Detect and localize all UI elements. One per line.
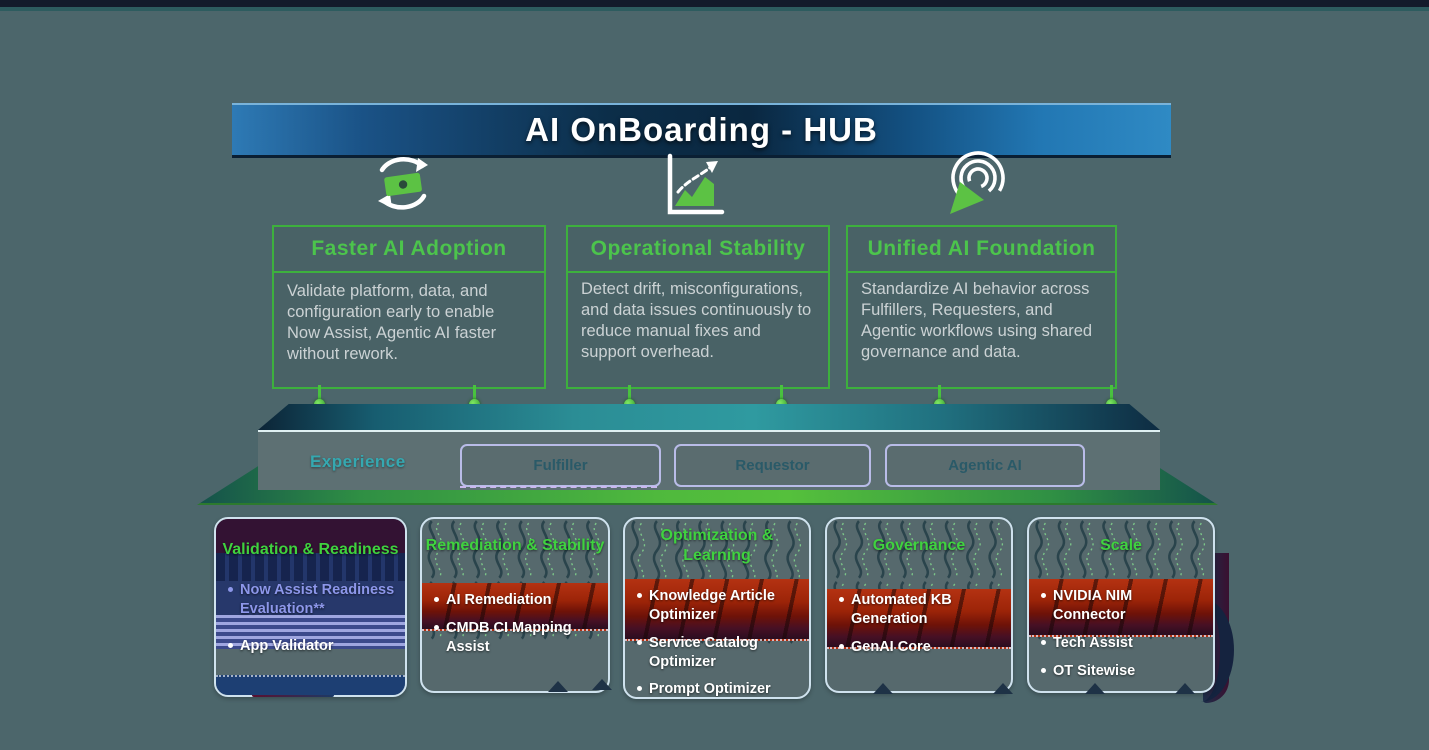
header-banner: AI OnBoarding - HUB — [232, 103, 1171, 158]
pillar-card-header: Unified AI Foundation — [848, 227, 1115, 273]
list-item: GenAI Core — [839, 638, 1005, 657]
requestor-button[interactable]: Requestor — [674, 444, 871, 487]
bullet-icon — [228, 642, 233, 648]
connector-line — [780, 385, 783, 405]
connector-line — [318, 385, 321, 405]
list-item: App Validator — [228, 637, 399, 656]
bullet-icon — [434, 624, 439, 630]
capability-card-title: Optimization & Learning — [660, 527, 774, 564]
red-band-decoration — [1029, 579, 1213, 637]
target-reach-icon — [950, 151, 1005, 214]
connector-line — [628, 385, 631, 405]
list-item: Automated KB Generation — [839, 591, 1005, 629]
bullet-icon — [1041, 639, 1046, 645]
shadow-triangle — [993, 683, 1013, 694]
capability-item-list: Knowledge Article Optimizer Service Cata… — [637, 587, 803, 697]
capability-card-scale: Scale NVIDIA NIM Connector Tech Assist O… — [1027, 517, 1215, 693]
experience-label: Experience — [310, 452, 406, 471]
capability-item-list: Automated KB Generation GenAI Core — [839, 591, 1005, 666]
bullet-icon — [1041, 667, 1046, 673]
bullet-icon — [637, 593, 642, 598]
pillar-description: Validate platform, data, and configurati… — [287, 282, 497, 364]
shadow-triangle — [1085, 683, 1105, 694]
pillar-description: Standardize AI behavior across Fulfiller… — [861, 280, 1093, 362]
pillar-description: Detect drift, misconfigurations, and dat… — [581, 280, 812, 362]
list-item: Now Assist Readiness Evaluation** — [228, 581, 399, 619]
capability-card-title: Governance — [872, 537, 966, 554]
connector-line — [1110, 385, 1113, 405]
capability-card-title: Scale — [1100, 537, 1142, 554]
pillar-title: Faster AI Adoption — [311, 237, 507, 260]
list-item: CMDB CI Mapping Assist — [434, 619, 602, 657]
pillar-card-unified-ai-foundation: Unified AI Foundation Standardize AI beh… — [846, 225, 1117, 389]
bullet-icon — [839, 643, 844, 649]
top-teal-strip — [0, 7, 1429, 11]
shadow-triangle — [592, 679, 612, 690]
dashed-underline-decoration — [460, 486, 657, 488]
pillar-title: Unified AI Foundation — [867, 237, 1096, 260]
bullet-icon — [434, 597, 439, 602]
red-band-decoration — [625, 579, 809, 641]
capability-item-list: NVIDIA NIM Connector Tech Assist OT Site… — [1041, 587, 1207, 689]
pillar-card-faster-ai-adoption: Faster AI Adoption Validate platform, da… — [272, 225, 546, 389]
capability-card-optimization-learning: Optimization & Learning Knowledge Articl… — [623, 517, 811, 699]
top-navy-strip — [0, 0, 1429, 7]
capability-item-list: AI Remediation CMDB CI Mapping Assist — [434, 591, 602, 666]
pillar-card-operational-stability: Operational Stability Detect drift, misc… — [566, 225, 830, 389]
shadow-triangle — [873, 683, 893, 694]
red-band-decoration — [422, 583, 608, 631]
pillar-card-header: Operational Stability — [568, 227, 828, 273]
agentic-ai-button[interactable]: Agentic AI — [885, 444, 1085, 487]
shadow-triangle — [1175, 683, 1195, 694]
experience-bar: Experience Fulfiller Requestor Agentic A… — [258, 432, 1160, 490]
divider-line — [258, 430, 1160, 433]
capability-card-validation-readiness: Validation & Readiness Now Assist Readin… — [214, 517, 407, 697]
navy-band-decoration — [216, 553, 405, 581]
maroon-band-decoration — [216, 519, 405, 553]
navy-footer-band-decoration — [216, 675, 405, 695]
fulfiller-button[interactable]: Fulfiller — [460, 444, 661, 487]
list-item: Prompt Optimizer — [637, 680, 803, 697]
target-cursor-icon — [950, 182, 984, 214]
list-item: Tech Assist — [1041, 634, 1207, 653]
pillar-title: Operational Stability — [590, 237, 806, 260]
red-band-decoration — [827, 589, 1011, 649]
capability-card-remediation-stability: Remediation & Stability AI Remediation C… — [420, 517, 610, 693]
bullet-icon — [228, 587, 233, 592]
money-cycle-icon — [378, 156, 428, 210]
bullet-icon — [1041, 593, 1046, 598]
teal-perspective-bar — [258, 404, 1160, 430]
bullet-icon — [637, 639, 642, 645]
capability-card-governance: Governance Automated KB Generation GenAI… — [825, 517, 1013, 693]
bullet-icon — [839, 597, 844, 602]
growth-chart-icon — [667, 153, 725, 215]
bullet-icon — [637, 686, 642, 692]
list-item: Knowledge Article Optimizer — [637, 587, 803, 625]
page-title: AI OnBoarding - HUB — [525, 111, 878, 148]
blue-band-decoration — [216, 581, 405, 615]
capability-card-title: Remediation & Stability — [425, 537, 605, 554]
list-item: OT Sitewise — [1041, 662, 1207, 681]
list-item: NVIDIA NIM Connector — [1041, 587, 1207, 625]
capability-card-title: Validation & Readiness — [222, 541, 399, 558]
pillar-card-header: Faster AI Adoption — [274, 227, 544, 273]
list-item: Service Catalog Optimizer — [637, 634, 803, 672]
connector-line — [473, 385, 476, 405]
capability-item-list: Now Assist Readiness Evaluation** App Va… — [228, 581, 399, 665]
stripe-band-decoration — [216, 615, 405, 649]
connector-line — [938, 385, 941, 405]
gray-band-decoration — [216, 649, 405, 675]
list-item: AI Remediation — [434, 591, 602, 610]
shadow-triangle — [548, 681, 568, 692]
